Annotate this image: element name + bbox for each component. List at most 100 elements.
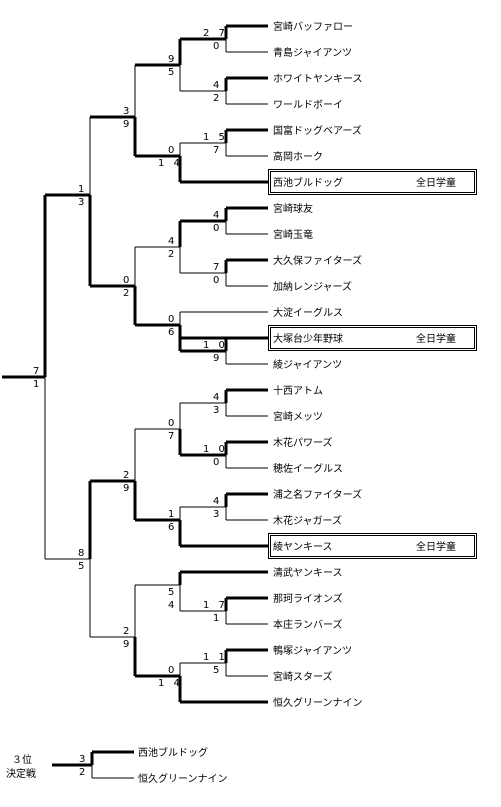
score-bottom: 1 (213, 613, 222, 624)
team-label: 恒久グリーンナイン (273, 696, 363, 709)
qualified-box-inner (270, 327, 475, 349)
score-top: 1 0 (203, 340, 228, 351)
third-place-label-line2: 決定戦 (6, 767, 36, 780)
team-label: 穂佐イーグルス (273, 462, 343, 475)
score-top: 1 5 (203, 132, 228, 143)
score-bottom: 1 4 (158, 158, 183, 169)
team-label: ワールドボーイ (273, 99, 343, 111)
qualified-box-outer (268, 533, 477, 559)
team-label: 宮崎玉竜 (273, 228, 313, 241)
team-label: 高岡ホーク (273, 150, 323, 163)
third-place-score-bottom: 2 (79, 767, 88, 778)
score-bottom: 5 (168, 67, 177, 78)
score-bottom: 3 (213, 405, 222, 416)
score-top: 0 (123, 275, 132, 286)
team-label: 木花ジャガーズ (273, 514, 342, 527)
score-bottom: 7 (213, 145, 222, 156)
qualified-badge: 全日学童 (416, 176, 456, 189)
bracket-lines (2, 24, 268, 779)
score-bottom: 9 (123, 483, 132, 494)
score-top: 7 (213, 262, 222, 273)
third-place-score-top: 3 (79, 754, 88, 765)
score-bottom: 1 (33, 379, 42, 390)
score-top: 9 (168, 54, 177, 65)
score-bottom: 6 (168, 327, 177, 338)
qualified-box-outer (268, 169, 477, 195)
score-top: 0 (168, 665, 177, 676)
third-place-label-line1: ３位 (12, 753, 32, 766)
team-label: ホワイトヤンキース (273, 73, 363, 85)
qualified-badge: 全日学童 (416, 332, 456, 345)
score-bottom: 6 (168, 522, 177, 533)
team-label: 綾ヤンキース (273, 540, 333, 553)
score-top: 3 (123, 106, 132, 117)
score-bottom: 9 (123, 639, 132, 650)
score-top: 2 7 (203, 28, 228, 39)
score-top: 1 1 (203, 652, 228, 663)
score-bottom: 2 (123, 288, 132, 299)
team-label: 本庄ランバーズ (273, 618, 343, 631)
team-label: 加納レンジャーズ (273, 280, 352, 293)
qualified-badge: 全日学童 (416, 540, 456, 553)
score-top: 0 (168, 314, 177, 325)
third-place-top-team: 西池ブルドッグ (138, 746, 208, 759)
score-bottom: 7 (168, 431, 177, 442)
score-top: 4 (213, 496, 222, 507)
qualified-boxes: 全日学童 全日学童 全日学童 (268, 169, 477, 559)
score-top: 4 (168, 236, 177, 247)
score-top: 1 (168, 509, 177, 520)
team-label: 十西アトム (273, 384, 323, 397)
score-top: 7 (33, 366, 42, 377)
score-top: 8 (78, 548, 87, 559)
score-bottom: 9 (123, 119, 132, 130)
team-label: 浦之名ファイターズ (273, 488, 362, 501)
score-bottom: 0 (213, 275, 222, 286)
score-top: 2 (123, 470, 132, 481)
team-label: 鴨塚ジャイアンツ (273, 644, 352, 657)
qualified-box-inner (270, 171, 475, 193)
score-top: 4 (213, 80, 222, 91)
team-label: 那珂ライオンズ (273, 592, 343, 605)
scores: 2 7 0 4 2 1 5 7 0 1 4 9 5 3 9 4 0 7 0 4 … (33, 28, 228, 689)
team-label: 木花パワーズ (273, 436, 333, 449)
qualified-box-outer (268, 325, 477, 351)
score-top: 0 (168, 145, 177, 156)
score-bottom: 9 (213, 353, 222, 364)
third-place-match: ３位 決定戦 3 2 西池ブルドッグ 恒久グリーンナイン (6, 746, 228, 785)
score-bottom: 5 (213, 665, 222, 676)
score-top: 4 (213, 392, 222, 403)
score-bottom: 0 (213, 457, 222, 468)
team-label: 清武ヤンキース (273, 566, 343, 579)
team-label: 宮崎メッツ (273, 410, 323, 423)
score-bottom: 3 (213, 509, 222, 520)
team-label: 大塚台少年野球 (273, 332, 343, 345)
team-labels: 宮崎バッファロー 青島ジャイアンツ ホワイトヤンキース ワールドボーイ 国富ドッ… (273, 20, 363, 709)
team-label: 宮崎スターズ (273, 670, 333, 683)
score-top: 4 (213, 210, 222, 221)
score-bottom: 0 (213, 223, 222, 234)
team-label: 西池ブルドッグ (273, 176, 343, 189)
score-bottom: 4 (168, 600, 177, 611)
qualified-box-inner (270, 535, 475, 557)
team-label: 大淀イーグルス (273, 306, 343, 319)
score-top: 2 (123, 626, 132, 637)
score-top: 0 (168, 418, 177, 429)
team-label: 宮崎バッファロー (273, 20, 353, 33)
team-label: 青島ジャイアンツ (273, 46, 352, 59)
team-label: 綾ジャイアンツ (273, 358, 342, 371)
third-place-bottom-team: 恒久グリーンナイン (138, 772, 228, 785)
score-bottom: 2 (168, 249, 177, 260)
score-bottom: 3 (78, 197, 87, 208)
score-top: 1 (78, 184, 87, 195)
score-bottom: 5 (78, 561, 87, 572)
team-label: 大久保ファイターズ (273, 254, 362, 267)
score-bottom: 1 4 (158, 678, 183, 689)
team-label: 国富ドッグベアーズ (273, 124, 362, 137)
score-top: 1 0 (203, 444, 228, 455)
team-label: 宮崎球友 (273, 202, 313, 215)
score-bottom: 0 (213, 41, 222, 52)
score-top: 5 (168, 587, 177, 598)
score-bottom: 2 (213, 93, 222, 104)
score-top: 1 7 (203, 600, 228, 611)
